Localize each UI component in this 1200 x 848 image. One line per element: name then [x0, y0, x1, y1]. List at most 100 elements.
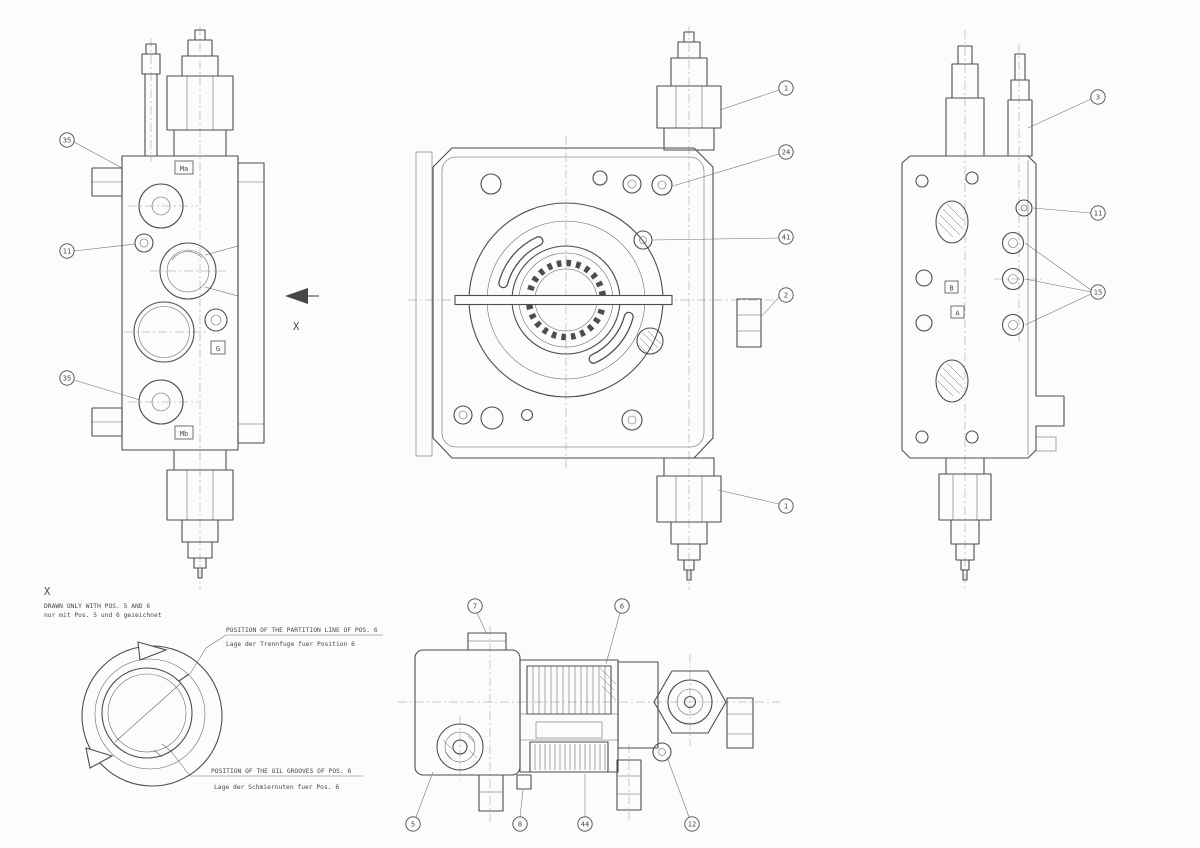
view-front [408, 26, 778, 590]
stem-left [478, 774, 504, 812]
hatched-bore-upper [935, 200, 969, 244]
balloon-15: 15 [1024, 242, 1106, 326]
bushing-outer [101, 667, 193, 759]
detail-note-de: nur mit Pos. 5 und 6 gezeichnet [44, 612, 162, 619]
fitting-top-right-a [945, 45, 985, 157]
svg-text:11: 11 [63, 248, 71, 256]
detail-note-en: DRAWN ONLY WITH POS. 5 AND 6 [44, 603, 150, 610]
bolt-hole [915, 269, 933, 287]
check-valve-hole [1001, 231, 1025, 255]
port-boss-upper [91, 167, 123, 197]
detail-title: X [44, 586, 51, 598]
mounting-plate [415, 151, 433, 457]
housing-notch-bottom [85, 747, 114, 769]
svg-text:11: 11 [1094, 210, 1102, 218]
housing-bore [94, 658, 206, 770]
grooves-note-de: Lage der Schmiernuten fuer Pos. 6 [214, 784, 339, 791]
view-side-right: B A [901, 30, 1065, 588]
plug-hole [1015, 199, 1033, 217]
partition-note-en: POSITION OF THE PARTITION LINE OF POS. 6 [226, 627, 378, 634]
valve-body-right [901, 155, 1065, 459]
fitting-top-right-b [1007, 53, 1033, 157]
balloon-44: 44 [577, 774, 593, 832]
svg-text:5: 5 [411, 821, 415, 829]
svg-text:2: 2 [784, 292, 788, 300]
grooves-note-en: POSITION OF THE OIL GROOVES OF POS. 6 [211, 768, 351, 775]
port-boss-lower [91, 407, 123, 437]
stepped-bore-left [159, 242, 217, 300]
svg-text:12: 12 [688, 821, 696, 829]
small-bore-left [134, 233, 154, 253]
small-tab [1035, 436, 1057, 452]
balloon-12: 12 [666, 756, 700, 832]
detail-x-view: X DRAWN ONLY WITH POS. 5 AND 6 nur mit P… [44, 586, 383, 791]
balloon-5: 5 [405, 771, 434, 832]
bolt-hole [592, 170, 608, 186]
balloon-3: 3 [1027, 89, 1106, 129]
plug-hole [651, 174, 673, 196]
oil-groove-mark [153, 749, 163, 758]
port-label-g: G [216, 345, 220, 353]
svg-text:41: 41 [782, 234, 790, 242]
link-block [617, 661, 659, 749]
svg-text:15: 15 [1094, 289, 1102, 297]
gauge-port-ma [138, 183, 184, 229]
partition-note-de: Lage der Trennfuge fuer Position 6 [226, 641, 355, 648]
balloon-7: 7 [467, 598, 488, 635]
check-valve-hole [1001, 267, 1025, 291]
hex-boss [653, 670, 727, 734]
bolt-hole [520, 408, 534, 422]
balloon-6: 6 [605, 598, 630, 665]
top-boss [467, 632, 507, 651]
bearing-bore [436, 723, 484, 771]
oil-groove-band [529, 741, 609, 773]
plug-hole [621, 409, 643, 431]
svg-text:24: 24 [782, 149, 790, 157]
body-inner-contour [441, 156, 705, 448]
housing-notch-top [137, 641, 168, 661]
bolt-hole [965, 171, 979, 185]
port-label-a: A [955, 310, 960, 318]
grooves-leader [169, 749, 211, 777]
svg-text:1: 1 [784, 503, 788, 511]
balloon-2: 2 [761, 287, 794, 317]
view-arrow-label: X [293, 321, 300, 333]
bolt-hole [915, 430, 929, 444]
bolt-hole [915, 174, 929, 188]
label-box-mb [174, 425, 194, 440]
balloon-41: 41 [652, 229, 794, 245]
gauge-port-mb [138, 379, 184, 425]
side-plate-left [237, 162, 265, 444]
view-side-left: Ma G Mb [91, 26, 265, 590]
arrow-head-icon [285, 288, 308, 304]
side-port-center [736, 298, 762, 348]
label-box-a [950, 305, 965, 319]
balloon-24: 24 [672, 144, 794, 187]
svg-text:6: 6 [620, 603, 624, 611]
housing-bottom [414, 649, 521, 776]
balloon-8: 8 [512, 789, 528, 832]
partition-line [178, 673, 190, 682]
relief-valve-top-center [656, 31, 722, 151]
relief-valve-bottom-center [656, 457, 722, 581]
label-box-b [944, 280, 959, 294]
screw-hole [652, 742, 672, 762]
plug-hole [453, 405, 473, 425]
balloon-35-bottom: 35 [59, 370, 141, 401]
side-port-bottom [726, 697, 754, 749]
housing-outline [81, 645, 223, 787]
plug-hole [622, 174, 642, 194]
splined-sleeve [519, 659, 619, 773]
port-label-ma: Ma [180, 165, 188, 173]
balloon-1-bottom: 1 [717, 489, 794, 514]
view-bottom [398, 626, 780, 822]
relief-valve-bottom-left [166, 449, 234, 579]
check-valve-hole [1001, 313, 1025, 337]
balloon-callouts: 35 11 35 1 24 41 2 [59, 80, 1106, 832]
relief-valve-bottom-right [938, 457, 992, 581]
balloon-1-top: 1 [719, 80, 794, 111]
svg-text:44: 44 [581, 821, 589, 829]
bolt-hole [965, 430, 979, 444]
